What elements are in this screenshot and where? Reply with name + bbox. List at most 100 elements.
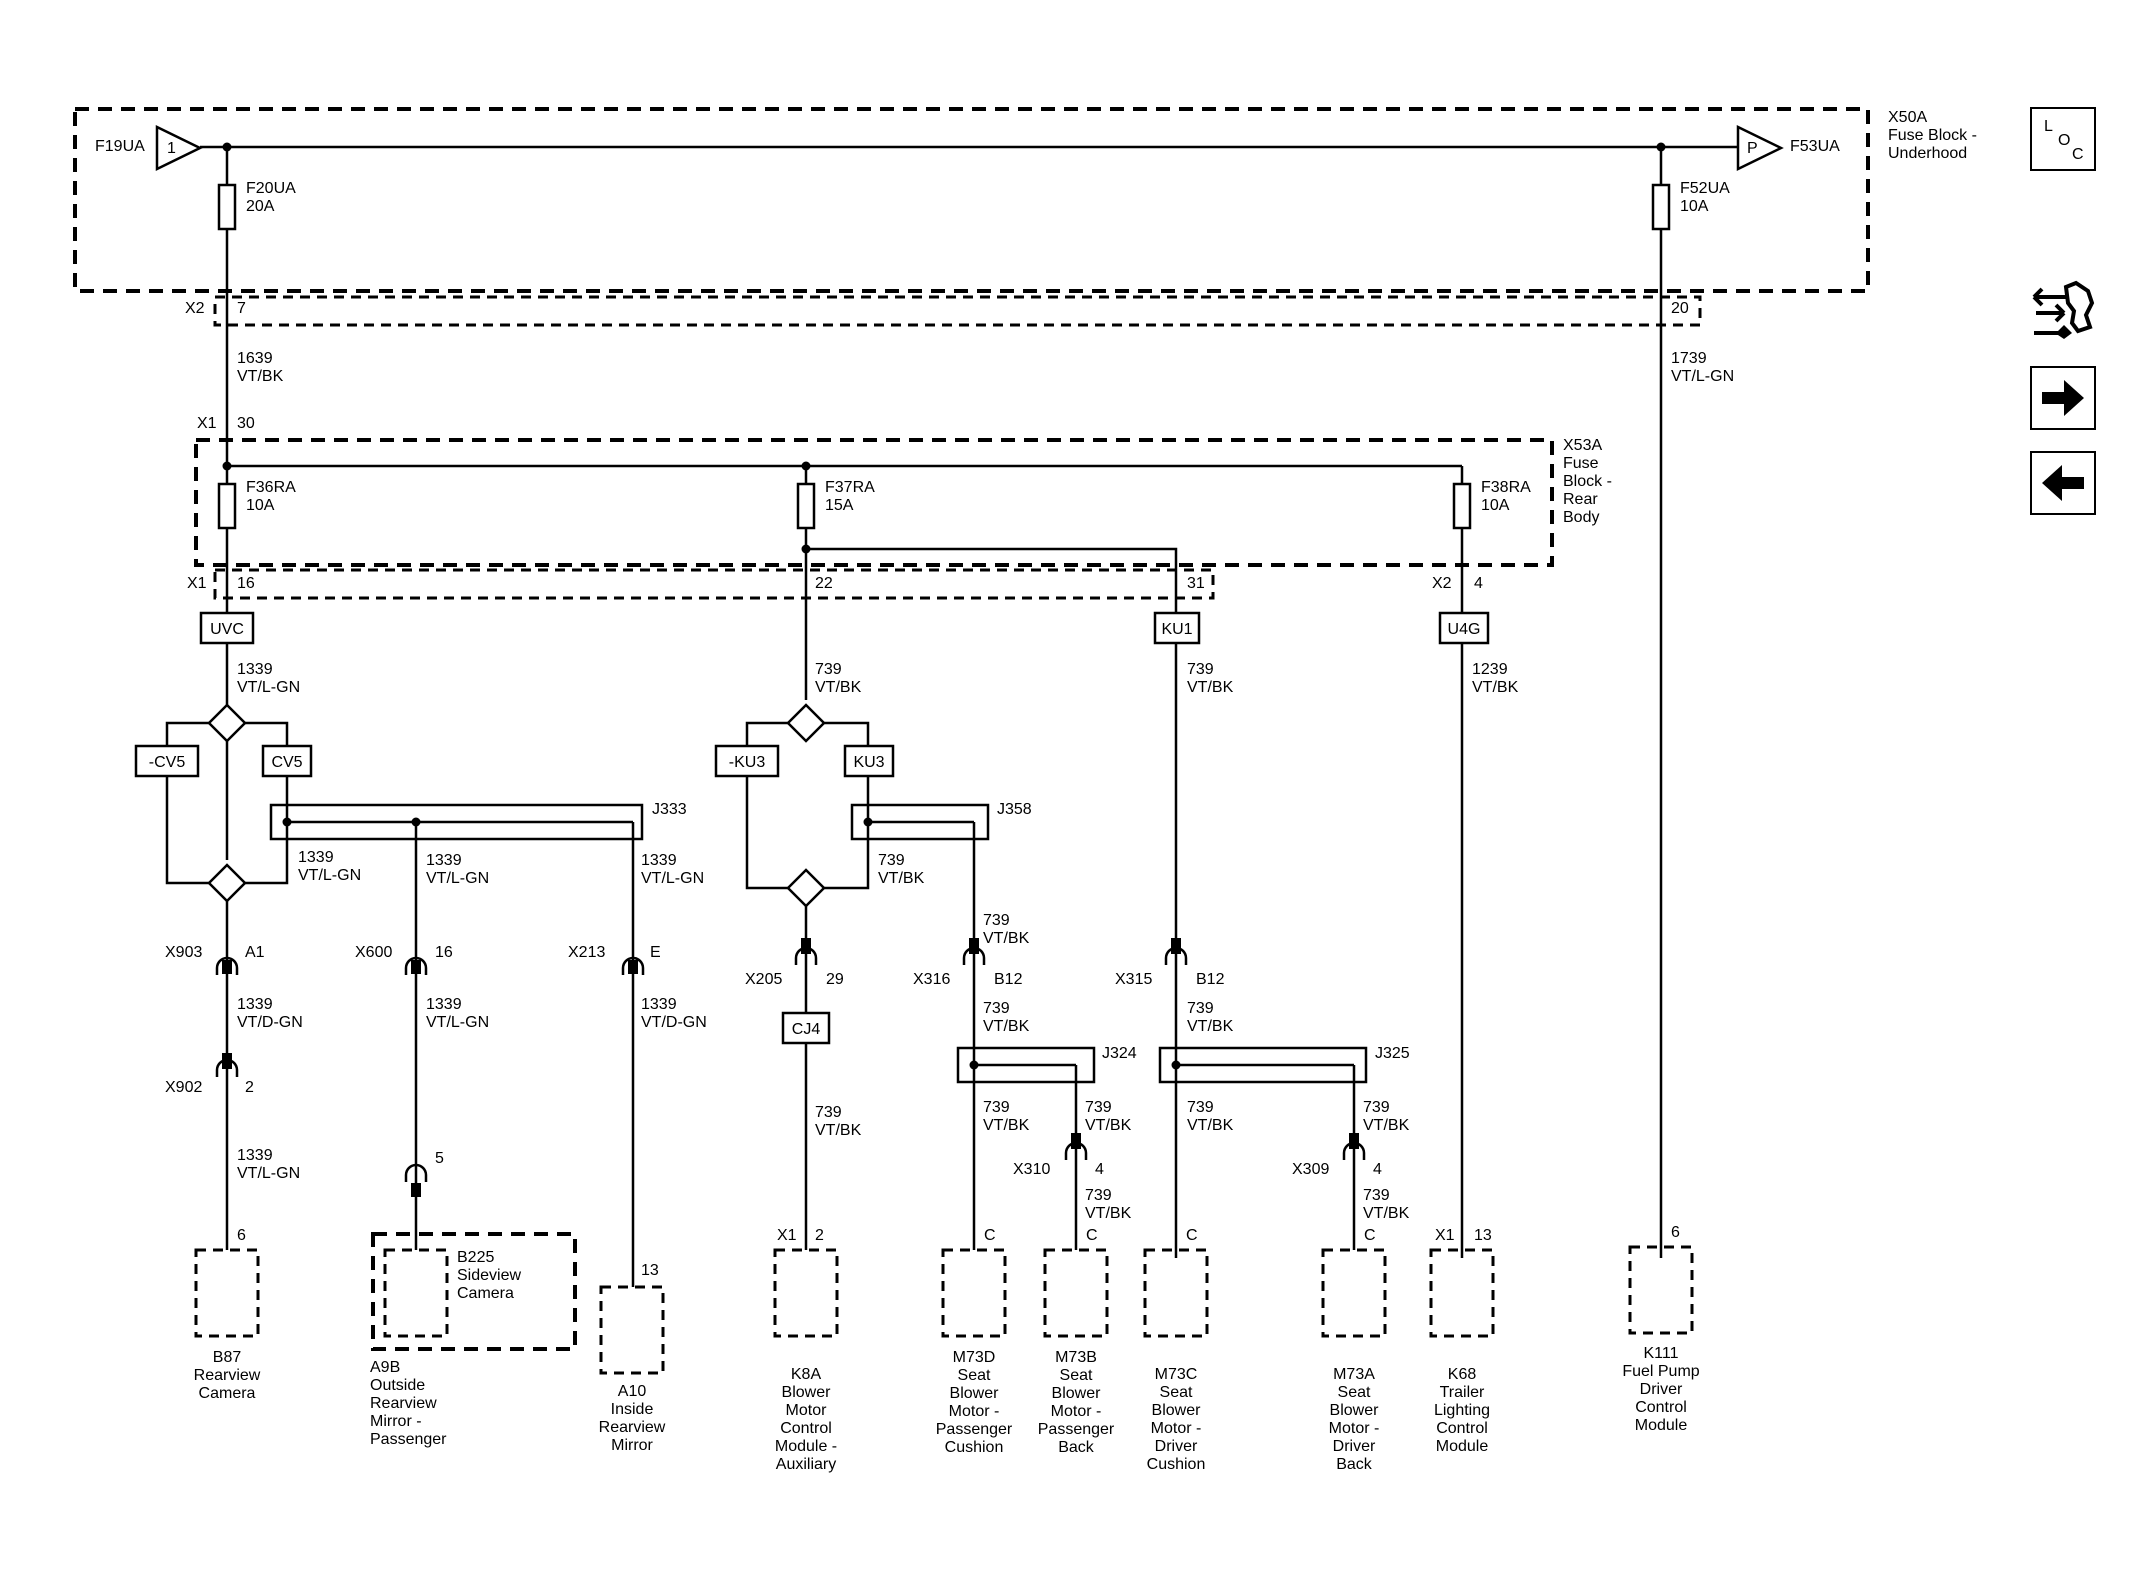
fuse-f37ra-name: F37RA bbox=[825, 479, 875, 496]
component-k111-l3: Driver bbox=[1640, 1381, 1683, 1398]
connector-x903-pin-label: A1 bbox=[245, 944, 265, 961]
component-m73b-pin: C bbox=[1086, 1227, 1098, 1244]
component-k111-box bbox=[1628, 1245, 1694, 1335]
connector-pin31: 31 bbox=[1187, 575, 1205, 592]
component-a9b-box bbox=[371, 1232, 577, 1351]
component-m73c-l2: Seat bbox=[1160, 1384, 1193, 1401]
wire-1339g-color: VT/L-GN bbox=[426, 1014, 489, 1031]
component-m73a-l4: Motor - bbox=[1329, 1420, 1380, 1437]
option-ku3-label: KU3 bbox=[853, 754, 884, 771]
wire-739d-circuit: 739 bbox=[815, 1104, 842, 1121]
wire-1339e-circuit: 1339 bbox=[237, 996, 273, 1013]
connector-x903-symbol bbox=[215, 956, 239, 975]
wire-739c-circuit: 739 bbox=[878, 852, 905, 869]
component-m73d-l5: Passenger bbox=[936, 1421, 1013, 1438]
wire-cv5-bottom bbox=[245, 776, 289, 885]
connector-x205-pin bbox=[801, 938, 811, 954]
wire-ku3-top bbox=[824, 721, 870, 746]
option-cv5 bbox=[261, 744, 313, 778]
connector-x205-pin-label: 29 bbox=[826, 971, 844, 988]
wire-739c-color: VT/BK bbox=[878, 870, 925, 887]
component-b225-l3: Camera bbox=[457, 1285, 514, 1302]
splice-pack-j324 bbox=[956, 1046, 1096, 1084]
component-m73c-l5: Driver bbox=[1155, 1438, 1198, 1455]
connector-x213-name: X213 bbox=[568, 944, 605, 961]
component-a9b-l1: A9B bbox=[370, 1359, 400, 1376]
component-k68-l1: K68 bbox=[1448, 1366, 1477, 1383]
component-m73b-l3: Blower bbox=[1052, 1385, 1102, 1402]
loc-letter-l: L bbox=[2044, 118, 2053, 135]
component-m73d-pin: C bbox=[984, 1227, 996, 1244]
connector-x309-pin bbox=[1349, 1133, 1359, 1149]
component-b87-pin: 6 bbox=[237, 1227, 246, 1244]
component-m73c-pin: C bbox=[1186, 1227, 1198, 1244]
connector-x316-name: X316 bbox=[913, 971, 950, 988]
fuse-f38ra bbox=[1452, 482, 1472, 530]
component-m73a-l6: Back bbox=[1336, 1456, 1373, 1473]
bus-in-pin: 1 bbox=[167, 140, 176, 157]
connector-x2-rear-pin4: 4 bbox=[1474, 575, 1483, 592]
wire-739d-color: VT/BK bbox=[815, 1122, 862, 1139]
wire-1639-circuit: 1639 bbox=[237, 350, 273, 367]
wire-739i-color: VT/BK bbox=[1085, 1205, 1132, 1222]
connector-x310-pin bbox=[1071, 1133, 1081, 1149]
wire-739f-color: VT/BK bbox=[983, 1018, 1030, 1035]
wire-nku3-bottom bbox=[745, 776, 788, 890]
connector-x1-pin30: 30 bbox=[237, 415, 255, 432]
wire-739m-color: VT/BK bbox=[1363, 1205, 1410, 1222]
wire-739i-circuit: 739 bbox=[1085, 1187, 1112, 1204]
wire-1239-circuit: 1239 bbox=[1472, 661, 1508, 678]
fuse-block-underhood-line1: Fuse Block - bbox=[1888, 127, 1977, 144]
component-a10-l1: A10 bbox=[618, 1383, 647, 1400]
connector-pin22: 22 bbox=[815, 575, 833, 592]
component-b225-l2: Sideview bbox=[457, 1267, 521, 1284]
connector-x315-name: X315 bbox=[1115, 971, 1152, 988]
component-m73a-l2: Seat bbox=[1338, 1384, 1371, 1401]
fuse-f20ua-name: F20UA bbox=[246, 180, 296, 197]
splice-j324-label: J324 bbox=[1102, 1045, 1137, 1062]
forward-button[interactable] bbox=[2030, 366, 2096, 430]
fuse-f36ra-rating: 10A bbox=[246, 497, 275, 514]
arrow-left-icon bbox=[2042, 465, 2084, 501]
connector-x903-pin bbox=[222, 960, 232, 974]
connector-x600b-pin-label: 5 bbox=[435, 1150, 444, 1167]
connector-x902-name: X902 bbox=[165, 1079, 202, 1096]
wire-739h-color: VT/BK bbox=[1085, 1117, 1132, 1134]
fuse-f36ra-name: F36RA bbox=[246, 479, 296, 496]
wire-739g-circuit: 739 bbox=[983, 1099, 1010, 1116]
connector-tool-button[interactable] bbox=[2028, 275, 2100, 345]
option-diamond-ku3-bottom bbox=[786, 868, 826, 908]
connector-x315-pin bbox=[1171, 938, 1181, 954]
wire-1339d-circuit: 1339 bbox=[641, 852, 677, 869]
wire-739e-circuit: 739 bbox=[983, 912, 1010, 929]
wire-1339e-color: VT/D-GN bbox=[237, 1014, 303, 1031]
wire-739l-color: VT/BK bbox=[1363, 1117, 1410, 1134]
bus-out-pin: P bbox=[1747, 140, 1758, 157]
component-m73b-l1: M73B bbox=[1055, 1349, 1097, 1366]
component-b87-l1: B87 bbox=[213, 1349, 242, 1366]
connector-x309-name: X309 bbox=[1292, 1161, 1329, 1178]
component-m73a-l3: Blower bbox=[1330, 1402, 1380, 1419]
component-m73d-l2: Seat bbox=[958, 1367, 991, 1384]
option-diamond-cv5-bottom bbox=[207, 863, 247, 903]
component-k68-l4: Control bbox=[1436, 1420, 1488, 1437]
component-m73a-l1: M73A bbox=[1333, 1366, 1375, 1383]
wire-1339c-circuit: 1339 bbox=[426, 852, 462, 869]
component-k8a-l4: Control bbox=[780, 1420, 832, 1437]
connector-x902-pin bbox=[222, 1053, 232, 1069]
wire-739e-color: VT/BK bbox=[983, 930, 1030, 947]
wire-1339f-color: VT/L-GN bbox=[237, 1165, 300, 1182]
connector-x315-pin-label: B12 bbox=[1196, 971, 1225, 988]
component-m73d-l4: Motor - bbox=[949, 1403, 1000, 1420]
component-k111-pin: 6 bbox=[1671, 1224, 1680, 1241]
component-k111-l4: Control bbox=[1635, 1399, 1687, 1416]
fuse-f37ra bbox=[796, 482, 816, 530]
component-k68-l3: Lighting bbox=[1434, 1402, 1490, 1419]
back-button[interactable] bbox=[2030, 451, 2096, 515]
connector-x903-name: X903 bbox=[165, 944, 202, 961]
option-ncv5-label: -CV5 bbox=[149, 754, 186, 771]
loc-button[interactable]: L O C bbox=[2030, 107, 2096, 171]
component-b225-box bbox=[383, 1248, 449, 1338]
connector-x316-pin bbox=[969, 938, 979, 954]
fuse-block-rear-line3: Rear bbox=[1563, 491, 1598, 508]
